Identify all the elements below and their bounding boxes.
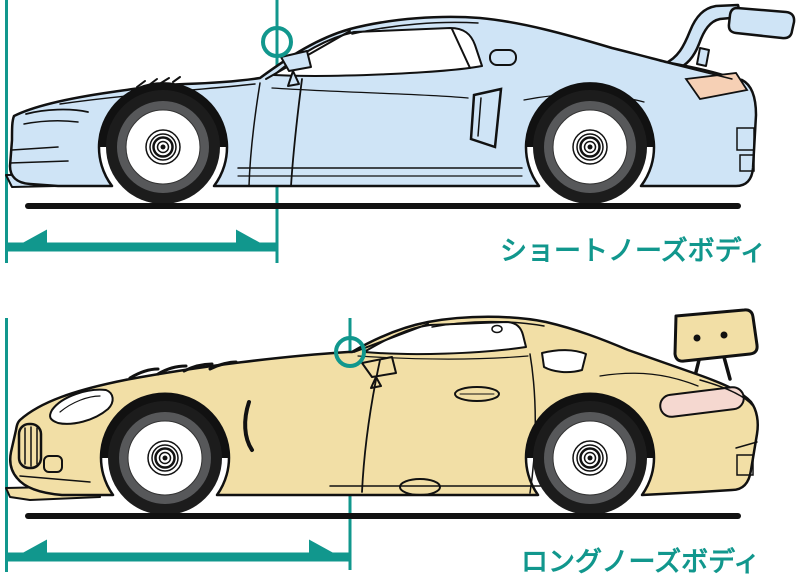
- wing-bolt: [693, 334, 701, 342]
- rear-wing-blade: [673, 308, 759, 363]
- b-pillar-line: [451, 28, 471, 69]
- front-wheel: [99, 83, 227, 204]
- short-nose-label: ショートノーズボディ: [500, 236, 767, 267]
- grille-bars: [24, 426, 38, 467]
- rear-wheel: [526, 83, 654, 204]
- mirror-stem: [287, 70, 300, 87]
- a-pillar-line: [353, 323, 429, 353]
- nose-length-arrow: [7, 539, 349, 562]
- side-window: [273, 27, 483, 77]
- cowl-marker-circle: [334, 336, 366, 368]
- body-detail-lines: [19, 324, 758, 496]
- headlight: [49, 388, 114, 425]
- wing-tab: [696, 47, 710, 67]
- long-nose-car-illustration: [5, 308, 759, 515]
- long-nose-diagram: [5, 308, 759, 572]
- quarter-vent: [489, 49, 517, 66]
- roof-line: [351, 21, 479, 35]
- tail-light: [659, 386, 745, 418]
- side-window: [363, 321, 527, 356]
- nose-length-arrow: [7, 229, 276, 252]
- short-nose-car-illustration: [5, 3, 796, 204]
- front-wheel: [101, 394, 229, 515]
- door-mirror: [280, 50, 312, 72]
- ground-line: [25, 203, 741, 209]
- wing-bolt: [720, 331, 728, 339]
- quarter-window: [541, 349, 587, 374]
- front-reference-line: [5, 318, 8, 572]
- fog-lamp: [43, 455, 63, 473]
- rear-wheel: [526, 394, 654, 515]
- roof-line: [431, 320, 545, 328]
- cowl-marker-circle: [261, 26, 293, 58]
- rear-wing-blade: [727, 6, 796, 40]
- short-nose-diagram: [5, 0, 796, 263]
- ground-line: [25, 513, 741, 519]
- long-nose-label: ロングノーズボディ: [521, 547, 761, 577]
- front-reference-line: [5, 0, 8, 263]
